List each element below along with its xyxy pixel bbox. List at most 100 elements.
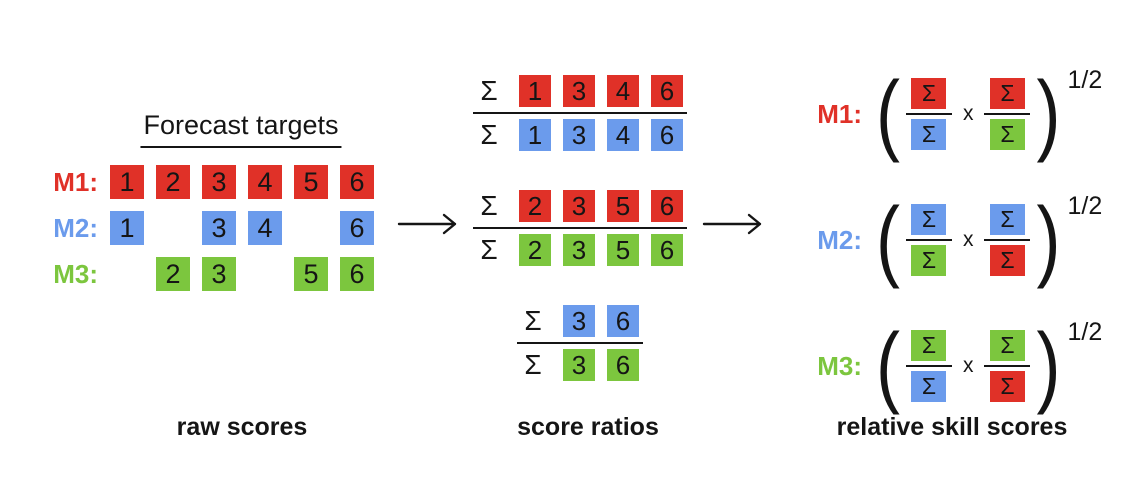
score-cell: 3 [563,190,595,222]
score-cell: 4 [607,119,639,151]
score-cell: 5 [607,190,639,222]
score-cell: 6 [340,211,374,245]
score-cell: 6 [607,349,639,381]
sigma-symbol: Σ [480,190,498,221]
fraction-bar [984,239,1031,241]
arrow-right-icon [702,213,762,235]
open-paren: ( [876,190,900,290]
score-cell: 5 [294,257,328,291]
model-label-m1: M1: [817,98,862,129]
ratio-numerator: Σ 2 3 5 6 [477,190,683,222]
score-cell: 5 [294,165,328,199]
ratio-denominator: Σ 3 6 [521,349,639,381]
multiply-sign: x [962,228,974,251]
fraction-bar [905,365,952,367]
fraction-bar [905,113,952,115]
ratio-denominator: Σ 1 3 4 6 [477,119,683,151]
score-cell: 4 [248,211,282,245]
raw-scores-grid: M1: 1 2 3 4 5 6 M2: 1 3 4 6 M3: 2 3 5 6 [46,165,374,303]
caption-score-ratios: score ratios [517,413,659,441]
sigma-box-denominator: Σ [911,119,947,150]
score-cell: 4 [248,165,282,199]
sigma-fraction: Σ Σ [905,78,952,150]
score-cell: 1 [519,75,551,107]
sigma-box-denominator: Σ [989,119,1025,150]
arrow-right-icon [397,213,457,235]
score-cell: 6 [651,234,683,266]
score-cell: 2 [156,165,190,199]
model-label-m3: M3: [817,350,862,381]
sigma-box-numerator: Σ [989,78,1025,109]
exponent-half: 1/2 [1067,317,1103,346]
sigma-box-denominator: Σ [911,371,947,402]
sigma-fraction: Σ Σ [984,78,1031,150]
close-paren: ) [1036,64,1061,164]
sigma-symbol: Σ [480,234,498,265]
skill-score-row-m1: M1: ( Σ Σ x Σ Σ ) 1/2 [806,66,1102,160]
score-cell: 3 [563,349,595,381]
score-ratio-m1-m3: Σ 2 3 5 6 Σ 2 3 5 6 [473,190,687,266]
open-paren: ( [876,64,900,164]
score-cell: 3 [563,305,595,337]
score-cell: 1 [519,119,551,151]
fraction-bar [905,239,952,241]
score-cell: 2 [156,257,190,291]
raw-scores-row-m3: M3: 2 3 5 6 [46,257,374,291]
ratio-numerator: Σ 1 3 4 6 [477,75,683,107]
close-paren: ) [1036,316,1061,416]
open-paren: ( [876,316,900,416]
fraction-bar [517,342,643,344]
score-cell: 2 [519,234,551,266]
model-label-m2: M2: [817,224,862,255]
sigma-fraction: Σ Σ [984,204,1031,276]
skill-score-row-m3: M3: ( Σ Σ x Σ Σ ) 1/2 [806,318,1102,412]
fraction-bar [473,112,687,114]
score-cell: 3 [202,165,236,199]
forecast-targets-title: Forecast targets [140,110,342,148]
sigma-fraction: Σ Σ [984,330,1031,402]
caption-raw-scores: raw scores [176,413,308,441]
multiply-sign: x [962,354,974,377]
score-cell: 5 [607,234,639,266]
score-cell: 3 [563,119,595,151]
exponent-half: 1/2 [1067,65,1103,94]
sigma-box-numerator: Σ [911,204,947,235]
skill-score-row-m2: M2: ( Σ Σ x Σ Σ ) 1/2 [806,192,1102,286]
score-cell: 6 [651,75,683,107]
score-cell: 3 [202,257,236,291]
ratio-denominator: Σ 2 3 5 6 [477,234,683,266]
sigma-symbol: Σ [480,75,498,106]
sigma-fraction: Σ Σ [905,204,952,276]
score-cell: 6 [340,257,374,291]
sigma-box-denominator: Σ [989,371,1025,402]
sigma-box-denominator: Σ [911,245,947,276]
close-paren: ) [1036,190,1061,290]
model-label-m1: M1: [53,166,98,197]
score-cell: 3 [202,211,236,245]
sigma-box-numerator: Σ [911,330,947,361]
score-cell: 1 [110,211,144,245]
exponent-half: 1/2 [1067,191,1103,220]
score-cell: 6 [651,119,683,151]
sigma-symbol: Σ [524,349,542,380]
score-cell: 6 [651,190,683,222]
sigma-fraction: Σ Σ [905,330,952,402]
score-cell: 4 [607,75,639,107]
score-cell: 6 [340,165,374,199]
sigma-box-numerator: Σ [989,204,1025,235]
ratio-numerator: Σ 3 6 [521,305,639,337]
sigma-symbol: Σ [480,119,498,150]
raw-scores-row-m2: M2: 1 3 4 6 [46,211,374,245]
raw-scores-row-m1: M1: 1 2 3 4 5 6 [46,165,374,199]
score-cell: 3 [563,234,595,266]
score-ratio-m2-m3: Σ 3 6 Σ 3 6 [517,305,643,381]
score-cell: 3 [563,75,595,107]
sigma-symbol: Σ [524,305,542,336]
sigma-box-numerator: Σ [989,330,1025,361]
model-label-m2: M2: [53,212,98,243]
score-cell: 2 [519,190,551,222]
fraction-bar [984,113,1031,115]
sigma-box-denominator: Σ [989,245,1025,276]
score-ratio-m1-m2: Σ 1 3 4 6 Σ 1 3 4 6 [473,75,687,151]
